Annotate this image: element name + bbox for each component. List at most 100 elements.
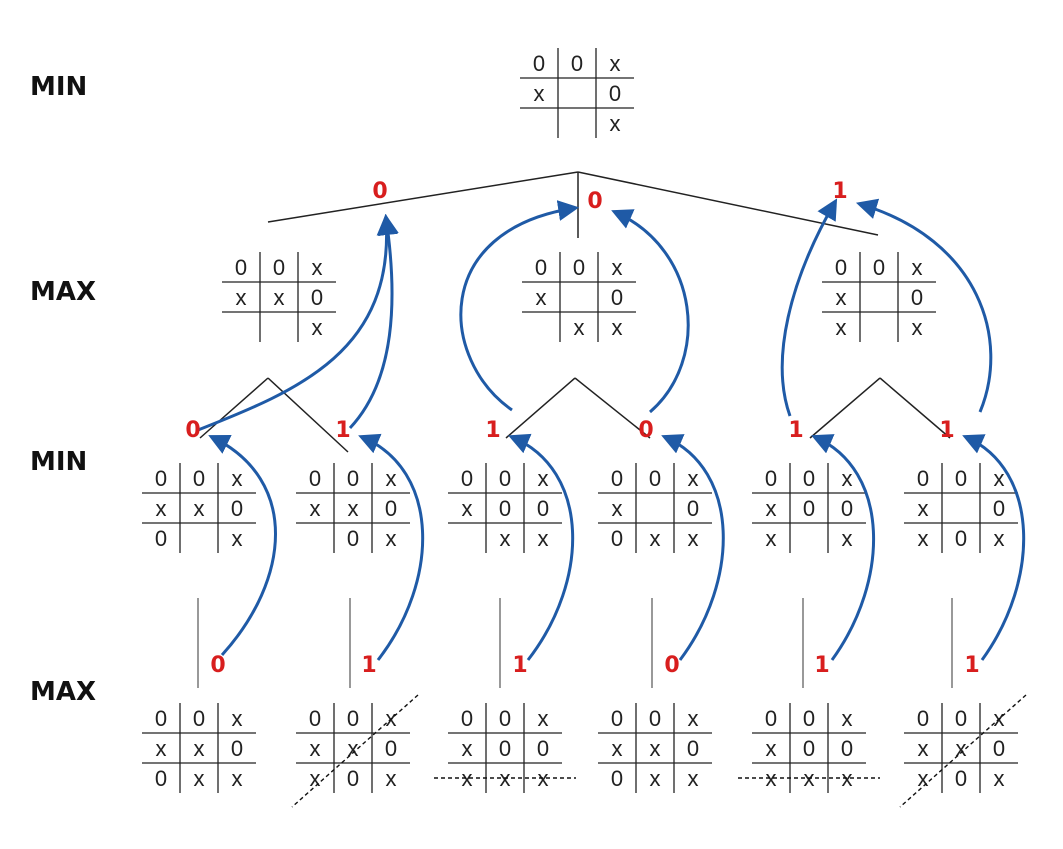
board-cell: x bbox=[918, 766, 929, 791]
backup-arrow-3 bbox=[459, 200, 580, 412]
board-cell: 0 bbox=[609, 81, 621, 106]
edge-root-to-right bbox=[577, 171, 879, 236]
board-cell: x bbox=[386, 526, 397, 551]
edge-right-to-min-f bbox=[879, 377, 951, 439]
board-cell: 0 bbox=[155, 706, 167, 731]
board-cell: 0 bbox=[499, 466, 511, 491]
board-cell: 0 bbox=[533, 51, 545, 76]
backup-arrow-4 bbox=[611, 209, 690, 414]
minimax-value-v3e: 1 bbox=[814, 653, 829, 678]
backup-arrow-1 bbox=[197, 213, 398, 432]
winning-line-l3f bbox=[899, 694, 1027, 808]
minimax-value-v2a: 0 bbox=[185, 418, 200, 443]
edge-right-to-min-e bbox=[809, 377, 881, 439]
board-cell: 0 bbox=[955, 766, 967, 791]
board-cell: x bbox=[688, 706, 699, 731]
board-cell: 0 bbox=[993, 496, 1005, 521]
board-cell: x bbox=[912, 315, 923, 340]
board-cell: 0 bbox=[385, 496, 397, 521]
backup-arrow-12 bbox=[962, 434, 1026, 661]
minimax-value-v2d: 0 bbox=[638, 418, 653, 443]
minimax-value-v3c: 1 bbox=[512, 653, 527, 678]
board-cell: 0 bbox=[765, 706, 777, 731]
winning-lines bbox=[291, 694, 1027, 808]
minimax-value-v2b: 1 bbox=[335, 418, 350, 443]
board-cell: x bbox=[462, 766, 473, 791]
board-cell: x bbox=[766, 766, 777, 791]
board-cell: 0 bbox=[347, 526, 359, 551]
board-cell: x bbox=[994, 526, 1005, 551]
board-cell: x bbox=[612, 255, 623, 280]
backup-arrow-7 bbox=[208, 434, 277, 657]
board-cell: 0 bbox=[955, 526, 967, 551]
board-cell: x bbox=[462, 496, 473, 521]
backup-arrow-10 bbox=[661, 434, 725, 661]
board-cell: 0 bbox=[461, 706, 473, 731]
board-cell: x bbox=[650, 766, 661, 791]
board-cell: x bbox=[766, 736, 777, 761]
board-cell: 0 bbox=[461, 466, 473, 491]
board-cell: x bbox=[312, 315, 323, 340]
edge-left-to-min-a bbox=[199, 377, 269, 439]
backup-arrow-8 bbox=[358, 433, 425, 661]
board-cell: 0 bbox=[955, 706, 967, 731]
minimax-value-v1c: 1 bbox=[832, 179, 847, 204]
board-cell: 0 bbox=[917, 706, 929, 731]
board-cell: x bbox=[312, 255, 323, 280]
board-cell: 0 bbox=[309, 466, 321, 491]
edge-middle-to-min-d bbox=[574, 377, 651, 439]
board-cell: x bbox=[842, 526, 853, 551]
board-cell: 0 bbox=[765, 466, 777, 491]
board-cell: 0 bbox=[803, 496, 815, 521]
board-cell: 0 bbox=[611, 466, 623, 491]
minimax-value-v1a: 0 bbox=[372, 179, 387, 204]
board-cell: x bbox=[912, 255, 923, 280]
level-label-max-1: MAX bbox=[30, 277, 96, 307]
minimax-value-v3b: 1 bbox=[361, 653, 376, 678]
minimax-value-v2f: 1 bbox=[939, 418, 954, 443]
board-cell: x bbox=[310, 736, 321, 761]
board-cell: x bbox=[688, 466, 699, 491]
board-cell: x bbox=[236, 285, 247, 310]
board-cell: 0 bbox=[193, 466, 205, 491]
board-cell: x bbox=[500, 526, 511, 551]
minimax-value-v3a: 0 bbox=[210, 653, 225, 678]
board-cell: x bbox=[650, 736, 661, 761]
board-cell: 0 bbox=[835, 255, 847, 280]
board-cell: x bbox=[766, 526, 777, 551]
edge-root-to-left bbox=[267, 171, 579, 223]
board-cell: 0 bbox=[535, 255, 547, 280]
board-cell: x bbox=[538, 466, 549, 491]
board-cell: 0 bbox=[155, 526, 167, 551]
board-cell: 0 bbox=[611, 706, 623, 731]
backup-arrow-9 bbox=[508, 433, 575, 661]
minimax-value-v2c: 1 bbox=[485, 418, 500, 443]
board-cell: 0 bbox=[649, 706, 661, 731]
edge-middle-to-min-c bbox=[505, 377, 576, 439]
board-cell: 0 bbox=[385, 736, 397, 761]
board-cell: x bbox=[462, 736, 473, 761]
board-cell: x bbox=[534, 81, 545, 106]
backup-arrows bbox=[197, 198, 1026, 661]
board-cell: 0 bbox=[873, 255, 885, 280]
board-cell: 0 bbox=[687, 496, 699, 521]
board-cell: x bbox=[232, 766, 243, 791]
board-cell: 0 bbox=[611, 285, 623, 310]
board-cell: 0 bbox=[347, 466, 359, 491]
board-cell: x bbox=[688, 766, 699, 791]
board-cell: x bbox=[536, 285, 547, 310]
board-cell: 0 bbox=[537, 736, 549, 761]
board-cell: x bbox=[612, 315, 623, 340]
level-labels: MIN MAX MIN MAX bbox=[30, 72, 96, 707]
board-cell: x bbox=[156, 736, 167, 761]
board-cell: 0 bbox=[649, 466, 661, 491]
